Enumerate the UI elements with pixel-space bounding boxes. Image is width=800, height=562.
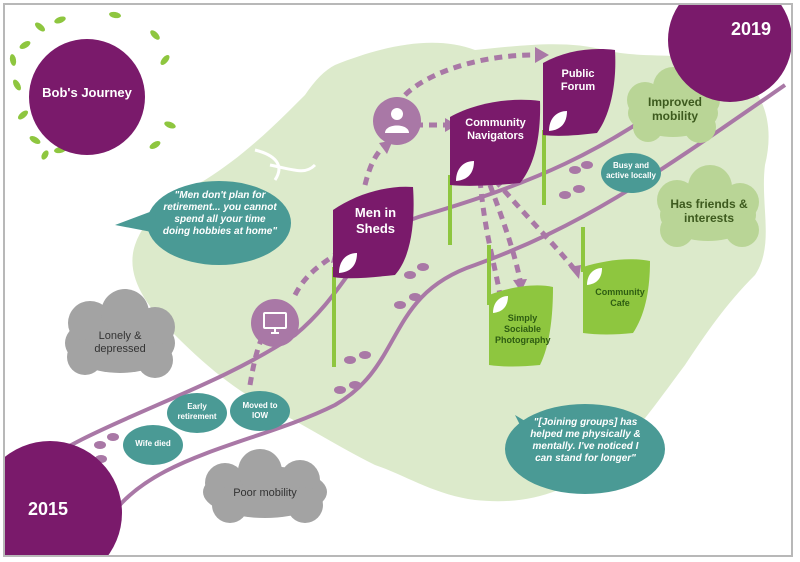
label-lonely: Lonely & depressed [94, 330, 146, 356]
label-moved-iow: Moved to IOW [242, 401, 278, 420]
quote-1: "Men don't plan for retirement... you ca… [162, 190, 278, 237]
leaf-community-navigators-tip [456, 161, 474, 181]
speech-bubble-1 [115, 181, 291, 265]
label-friends-interests: Has friends & interests [670, 197, 748, 226]
year-end: 2019 [730, 19, 772, 39]
cloud-friends-interests [657, 165, 759, 247]
title-circle [29, 39, 145, 155]
cloud-poor-mobility [203, 449, 327, 523]
label-busy-active: Busy and active locally [606, 161, 656, 180]
computer-monitor-icon [263, 312, 287, 334]
event-busy-active [601, 153, 661, 193]
label-early-retirement: Early retirement [177, 402, 217, 421]
speech-bubble-2 [505, 404, 665, 494]
event-wife-died [123, 425, 183, 465]
label-simply-sociable: Simply Sociable Photography [495, 313, 551, 345]
year-2015-circle [5, 441, 122, 555]
label-public-forum: Public Forum [560, 68, 596, 94]
label-community-cafe: Community Cafe [595, 287, 645, 308]
leaf-community-cafe [583, 259, 650, 335]
label-poor-mobility: Poor mobility [233, 487, 297, 499]
map-inlet [254, 148, 317, 181]
leaf-community-cafe-tip [587, 268, 602, 285]
year-2019-circle [668, 5, 791, 102]
computer-icon-circle [251, 299, 299, 347]
label-men-in-sheds: Men in Sheds [354, 205, 397, 236]
flag-poles [332, 130, 585, 367]
dashed-arrows [247, 52, 577, 386]
leaf-simply-sociable-tip [493, 296, 508, 313]
person-icon [385, 108, 409, 133]
leaf-public-forum-tip [549, 111, 567, 131]
label-community-navigators: Community Navigators [465, 117, 526, 143]
quote-2: "[Joining groups] has helped me physical… [530, 417, 641, 464]
event-early-retirement [167, 393, 227, 433]
year-start: 2015 [27, 499, 69, 519]
person-icon-circle [373, 97, 421, 145]
label-wife-died: Wife died [135, 439, 171, 448]
diagram-frame: Bob's Journey 2015 2019 Men in Sheds Com… [3, 3, 793, 557]
label-improved-mobility: Improved mobility [647, 95, 702, 124]
journey-diagram [5, 5, 791, 555]
leaf-men-in-sheds-tip [339, 253, 357, 273]
island-map [132, 42, 769, 502]
event-moved-iow [230, 391, 290, 431]
diagram-title: Bob's Journey [42, 85, 132, 100]
cloud-lonely [65, 289, 175, 378]
